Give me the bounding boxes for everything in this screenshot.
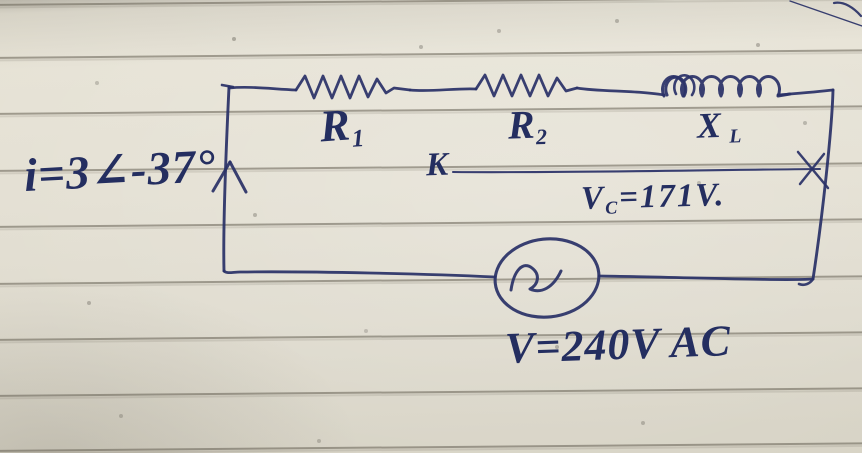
wire-loop [220, 83, 835, 287]
arrowhead-cross-icon [798, 152, 826, 186]
r2-subscript: 2 [535, 123, 549, 150]
r2-base: R [507, 101, 537, 148]
vc-subscript: C [604, 197, 620, 218]
resistor-r2-label: R2 [507, 101, 549, 150]
resistor-r1-symbol [294, 74, 412, 100]
xl-base: X [696, 104, 723, 146]
vc-value: =171V. [618, 177, 726, 216]
vc-measurement-arrow [451, 150, 830, 190]
node-k-label: K [425, 146, 450, 184]
stray-marks [789, 0, 862, 27]
r1-subscript: 1 [350, 124, 367, 153]
xl-subscript: L [728, 125, 743, 148]
inductor-xl-symbol [661, 74, 792, 98]
current-phasor-label: i=3∠-37° [22, 140, 218, 202]
vc-voltage-label: VC=171V. [580, 177, 726, 218]
arrowhead-cross-icon [796, 150, 830, 190]
sine-wave-icon [509, 264, 563, 293]
ac-source-symbol [493, 237, 601, 319]
source-voltage-label: V=240V AC [504, 316, 732, 373]
resistor-r1-label: R1 [318, 99, 367, 155]
r1-base: R [318, 99, 353, 152]
current-arrow-icon [211, 160, 248, 194]
resistor-r2-symbol [474, 73, 579, 98]
vc-base: V [580, 180, 606, 217]
